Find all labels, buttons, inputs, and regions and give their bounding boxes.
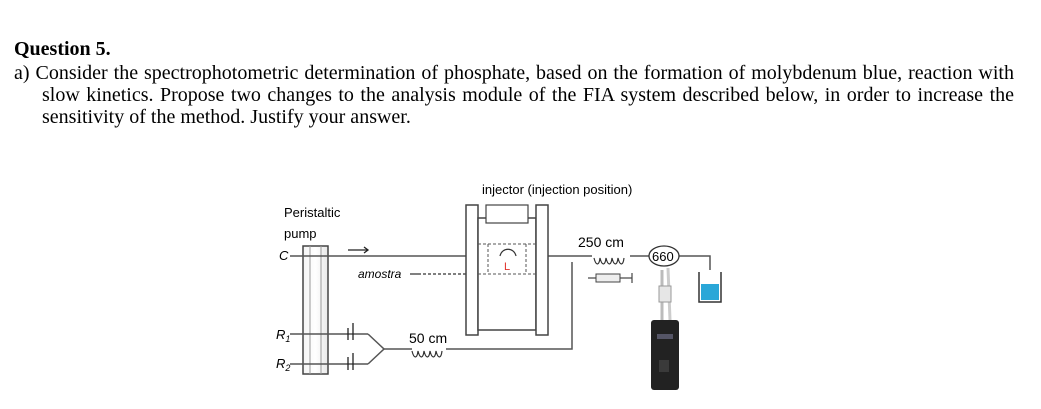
injector-valve: L [465, 204, 549, 336]
injector-label: injector (injection position) [482, 182, 632, 197]
coil1-length-label: 50 cm [409, 330, 447, 346]
peristaltic-pump [302, 245, 329, 375]
tubing [290, 255, 711, 365]
question-text: a) Consider the spectrophotometric deter… [14, 62, 1014, 128]
question-paragraph: a) Consider the spectrophotometric deter… [14, 62, 1014, 128]
flow-arrows [347, 246, 370, 370]
reaction-coil-2: 250 cm [578, 234, 625, 265]
reaction-coil-1: 50 cm [409, 330, 447, 358]
reagent1-label: R1 [276, 327, 290, 344]
spectrophotometer-device [651, 267, 679, 390]
sample-label: amostra [358, 267, 402, 281]
syringe-connector [588, 273, 633, 283]
question-title: Question 5. [14, 38, 111, 60]
detector-wavelength-label: 660 [652, 249, 674, 264]
pump-label-line1: Peristaltic [284, 205, 341, 220]
coil2-length-label: 250 cm [578, 234, 624, 250]
waste-beaker [698, 272, 722, 303]
detector: 660 [648, 245, 680, 267]
carrier-label: C [279, 248, 289, 263]
loop-label: L [504, 261, 510, 273]
reagent2-label: R2 [276, 356, 290, 373]
pump-label-line2: pump [284, 226, 317, 241]
